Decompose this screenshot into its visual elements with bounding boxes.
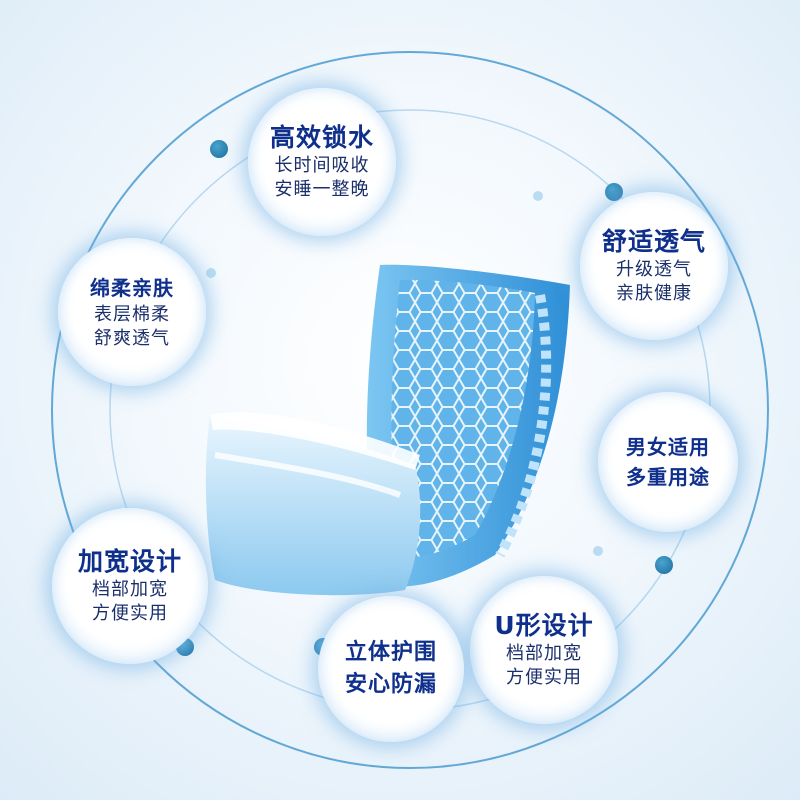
feature-title: 高效锁水 [269, 123, 374, 152]
feature-line: 档部加宽 [506, 643, 582, 664]
ring-dot [533, 191, 543, 201]
feature-title: 舒适透气 [601, 227, 706, 256]
ring-dot [605, 183, 623, 201]
ring-dot [210, 140, 228, 158]
feature-bubble-lock-water: 高效锁水 长时间吸收 安睡一整晚 [248, 88, 396, 236]
feature-line: 立体护围 [344, 640, 437, 665]
feature-line: 表层棉柔 [94, 304, 170, 325]
ring-dot [206, 268, 216, 278]
feature-title: U形设计 [494, 611, 594, 640]
feature-line: 方便实用 [506, 667, 582, 688]
feature-line: 方便实用 [92, 603, 168, 624]
ring-dot [593, 546, 603, 556]
feature-bubble-unisex: 男女适用 多重用途 [598, 392, 738, 532]
feature-line: 档部加宽 [92, 579, 168, 600]
feature-line: 多重用途 [626, 465, 710, 489]
feature-line: 安心防漏 [344, 672, 437, 697]
feature-bubble-soft: 绵柔亲肤 表层棉柔 舒爽透气 [58, 238, 206, 386]
feature-title: 绵柔亲肤 [90, 276, 174, 300]
feature-bubble-wide: 加宽设计 档部加宽 方便实用 [52, 508, 208, 664]
feature-bubble-u-shape: U形设计 档部加宽 方便实用 [470, 576, 618, 724]
feature-line: 舒爽透气 [94, 328, 170, 349]
feature-line: 男女适用 [626, 435, 710, 459]
feature-title: 加宽设计 [77, 547, 182, 576]
feature-line: 升级透气 [616, 259, 692, 280]
ring-dot [655, 556, 673, 574]
feature-line: 长时间吸收 [274, 155, 370, 176]
feature-bubble-breathable: 舒适透气 升级透气 亲肤健康 [580, 192, 728, 340]
feature-bubble-guard: 立体护围 安心防漏 [318, 596, 464, 742]
feature-line: 亲肤健康 [616, 283, 692, 304]
pad-product-image [205, 264, 570, 596]
feature-line: 安睡一整晚 [274, 179, 370, 200]
